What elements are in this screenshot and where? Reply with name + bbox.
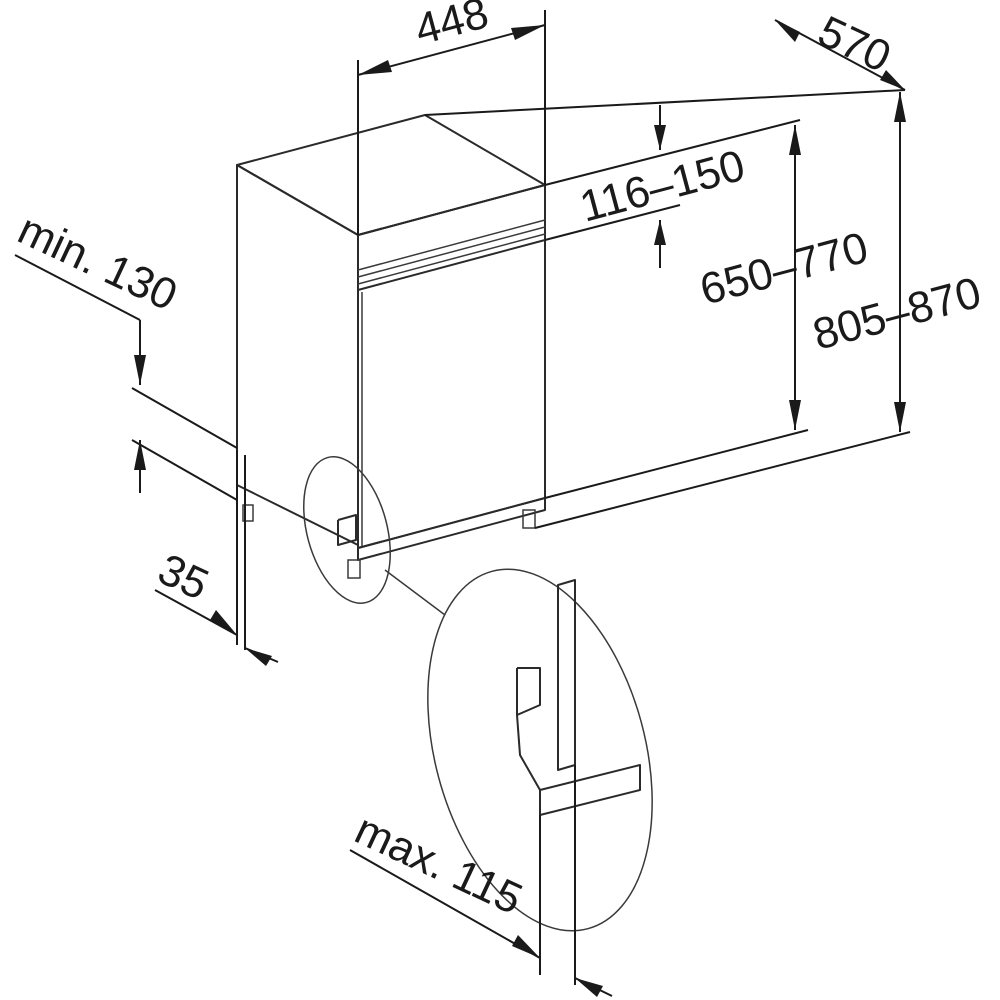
total-height-label: 805–870: [808, 268, 986, 360]
foot-front-left: [347, 559, 361, 579]
width-label: 448: [410, 0, 494, 55]
appliance-body: [236, 114, 546, 579]
detail-marker-circle: [303, 456, 391, 604]
foot-rear-left: [242, 504, 254, 522]
detail-enlarged-circle: [427, 568, 653, 932]
detail-leader: [384, 569, 446, 616]
detail-enlargement: [427, 568, 653, 932]
detail-notch-lower: [516, 714, 541, 791]
detail-door-panel: [557, 579, 576, 771]
dimension-lines: [14, 10, 911, 997]
control-panel: [357, 184, 546, 291]
plinth-notch: [337, 514, 357, 546]
detail-plinth-face: [539, 764, 641, 816]
depth-label: 570: [811, 7, 898, 82]
appliance-side-face: [236, 164, 359, 546]
plinth-height-label: min. 130: [11, 205, 185, 321]
detail-notch: [516, 667, 541, 716]
panel-groove-1: [357, 219, 546, 271]
panel-groove-3: [357, 233, 546, 285]
plinth: [357, 497, 546, 561]
panel-groove-2: [357, 226, 546, 278]
side-offset-label: 35: [151, 545, 216, 610]
foot-front-right: [522, 509, 536, 529]
niche-height-label: 650–770: [695, 223, 873, 315]
appliance-front-face: [357, 184, 546, 549]
appliance-top-face: [236, 114, 546, 236]
